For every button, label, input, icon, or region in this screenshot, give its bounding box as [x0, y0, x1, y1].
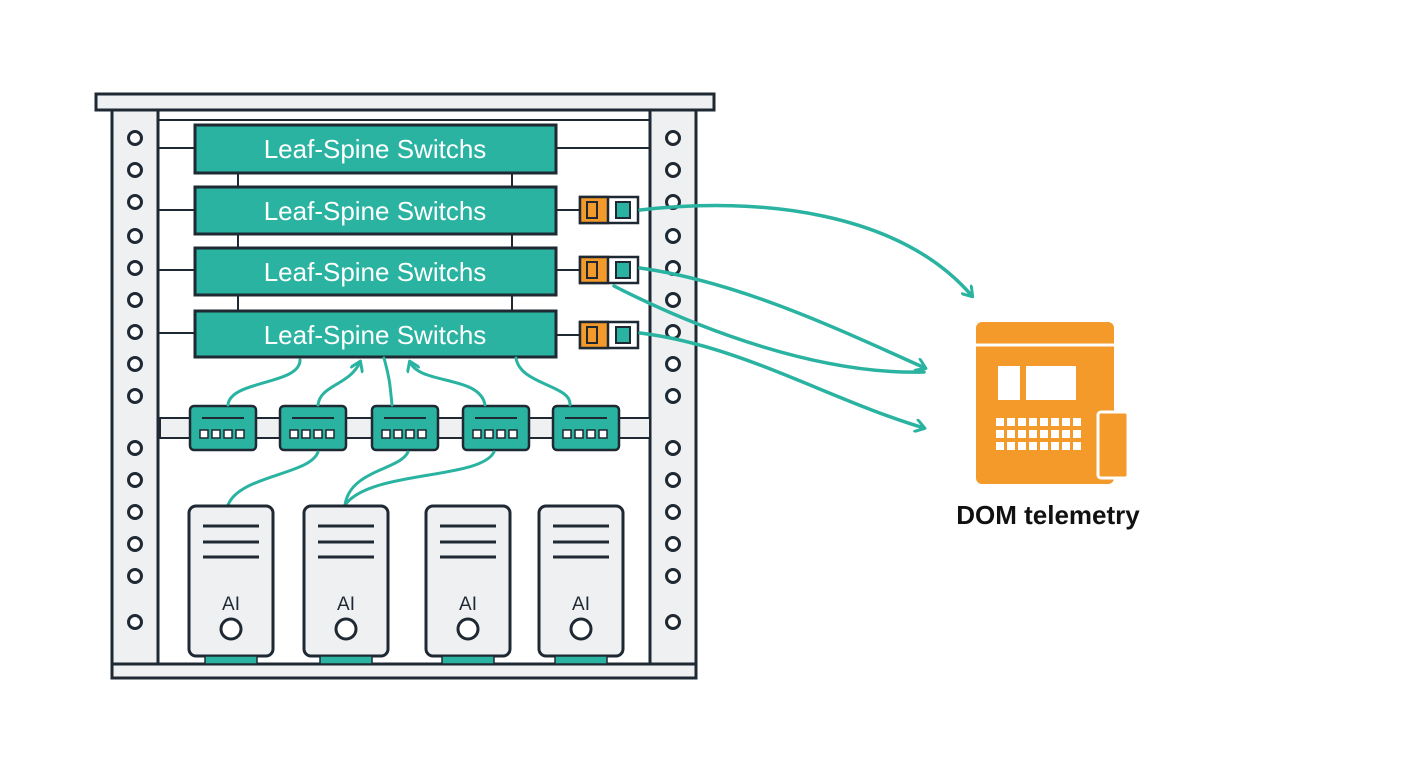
rail-hole	[127, 130, 143, 146]
leaf-spine-switch: Leaf-Spine Switchs	[193, 309, 558, 359]
ai-server: AI	[187, 504, 275, 665]
uplink-cables	[226, 356, 572, 407]
server-label: AI	[337, 594, 355, 615]
rail-hole	[127, 356, 143, 372]
server-label: AI	[222, 594, 240, 615]
telemetry-dashboard-icon	[976, 322, 1130, 484]
rail-hole	[665, 228, 681, 244]
rail-hole	[127, 324, 143, 340]
transceiver-module	[556, 255, 640, 285]
rail-hole	[665, 536, 681, 552]
power-button-icon	[219, 617, 243, 641]
power-button-icon	[334, 617, 358, 641]
switch-label: Leaf-Spine Switchs	[264, 320, 487, 350]
switch-label: Leaf-Spine Switchs	[264, 257, 487, 287]
rail-hole	[127, 440, 143, 456]
rack-top-bar	[94, 92, 716, 112]
rail-hole	[665, 472, 681, 488]
rail-hole	[665, 356, 681, 372]
rail-hole	[127, 194, 143, 210]
transceiver-module	[556, 320, 640, 350]
rail-hole	[665, 568, 681, 584]
ai-server: AI	[537, 504, 625, 665]
access-switch	[551, 404, 621, 452]
leaf-spine-switch: Leaf-Spine Switchs	[193, 123, 558, 175]
rail-hole	[665, 504, 681, 520]
switch-label: Leaf-Spine Switchs	[264, 196, 487, 226]
telemetry-arrow	[638, 331, 924, 428]
rack-bottom-bar	[110, 662, 698, 680]
server-cables	[226, 450, 496, 507]
ai-server: AI	[424, 504, 512, 665]
rail-hole	[127, 388, 143, 404]
optical-transceivers	[556, 195, 640, 350]
transceiver-module	[556, 195, 640, 225]
server-rack	[94, 92, 716, 680]
rail-hole	[127, 614, 143, 630]
switch-rail-mounts	[158, 147, 650, 334]
access-switch	[461, 404, 531, 452]
rack-rail-holes	[127, 130, 681, 630]
power-button-icon	[456, 617, 480, 641]
access-switches	[188, 404, 621, 452]
rail-hole	[665, 292, 681, 308]
telemetry-caption: DOM telemetry	[956, 500, 1140, 530]
rail-hole	[665, 130, 681, 146]
telemetry-arrow	[612, 284, 926, 374]
rail-hole	[127, 162, 143, 178]
access-switch	[278, 404, 348, 452]
telemetry-arrow	[638, 203, 972, 296]
telemetry-arrows	[612, 203, 972, 428]
leaf-spine-switch: Leaf-Spine Switchs	[193, 246, 558, 297]
rail-hole	[665, 614, 681, 630]
rail-hole	[127, 568, 143, 584]
rail-hole	[127, 292, 143, 308]
rail-hole	[665, 440, 681, 456]
access-switch	[188, 404, 258, 452]
server-label: AI	[572, 594, 590, 615]
rail-hole	[665, 162, 681, 178]
power-button-icon	[569, 617, 593, 641]
ai-servers: AI AI AI AI	[187, 504, 625, 665]
rail-hole	[127, 260, 143, 276]
access-switch	[370, 404, 440, 452]
switch-label: Leaf-Spine Switchs	[264, 134, 487, 164]
telemetry-arrow	[638, 266, 925, 368]
leaf-spine-switch: Leaf-Spine Switchs	[193, 185, 558, 236]
rail-hole	[127, 504, 143, 520]
rail-hole	[127, 472, 143, 488]
rail-hole	[127, 536, 143, 552]
rail-hole	[127, 228, 143, 244]
server-label: AI	[459, 594, 477, 615]
rail-hole	[665, 388, 681, 404]
ai-server: AI	[302, 504, 390, 665]
